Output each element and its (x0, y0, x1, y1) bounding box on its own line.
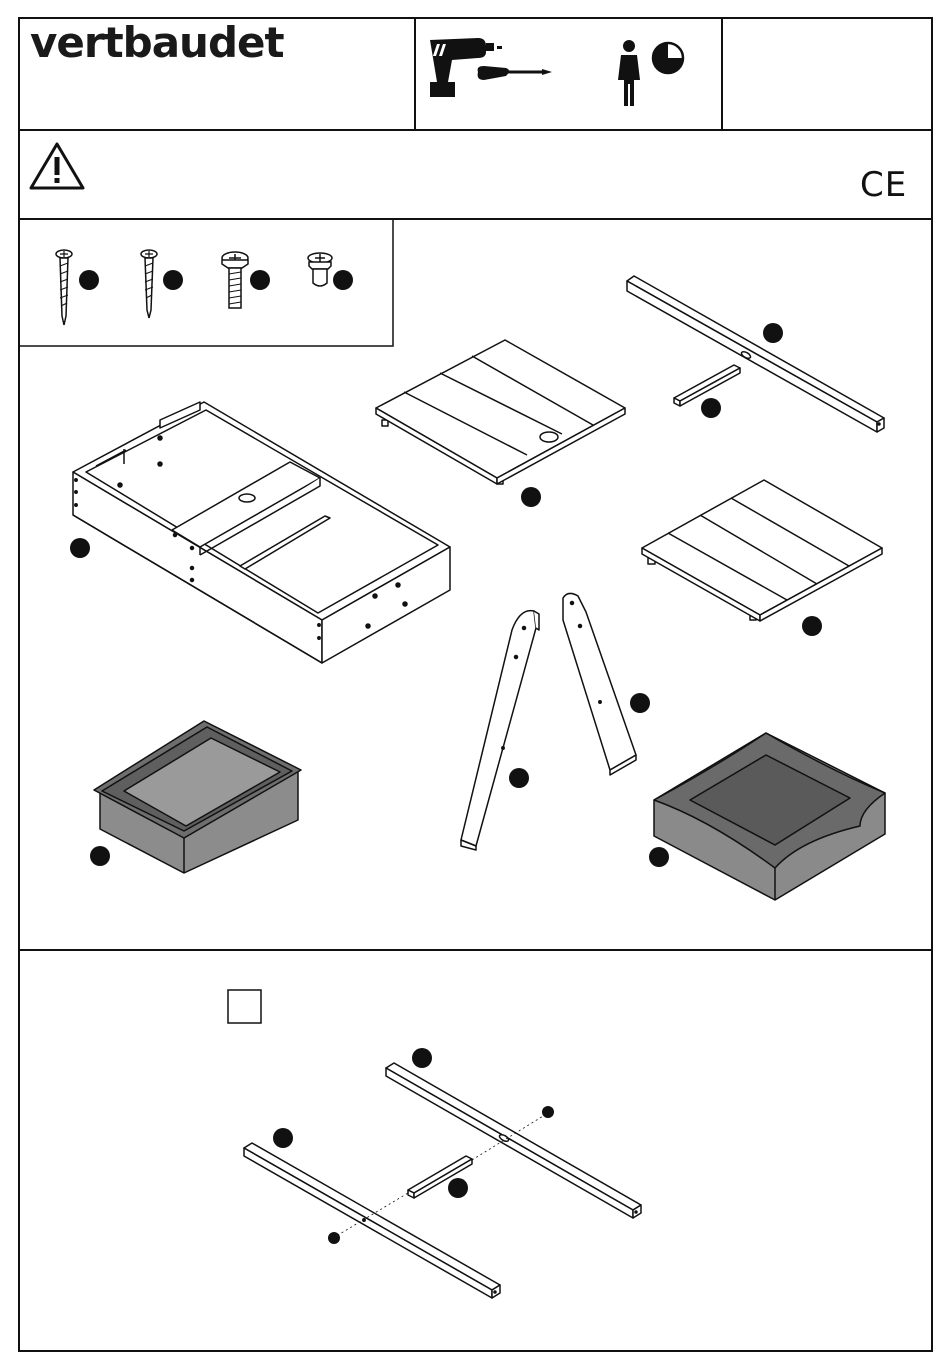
hardware-wood-screw-short (141, 250, 183, 318)
quarter-clock-icon (653, 43, 683, 73)
step1-long-rail-front (244, 1128, 500, 1298)
hardware-wood-screw-long (56, 250, 99, 325)
part-sand-water-frame (70, 402, 450, 663)
hardware-barrel-nut (308, 253, 353, 290)
part-leg-right (563, 593, 650, 775)
warning-triangle-icon (31, 144, 83, 188)
step1-cross-bar (408, 1156, 472, 1198)
part-table-top-with-hole (376, 340, 625, 507)
part-water-tray (90, 721, 301, 873)
hardware-machine-bolt (222, 252, 270, 308)
part-table-top (642, 480, 882, 636)
part-cross-bar (674, 365, 740, 418)
screwdriver-icon (478, 66, 552, 80)
ce-mark: CE (860, 168, 907, 202)
part-leg-left (461, 611, 539, 850)
step-number-box (228, 990, 261, 1023)
part-long-rail (627, 276, 884, 432)
person-icon (618, 40, 640, 106)
brand-logo: vertbaudet (30, 22, 284, 64)
part-sand-liner (649, 733, 885, 900)
page-border (19, 18, 932, 1351)
